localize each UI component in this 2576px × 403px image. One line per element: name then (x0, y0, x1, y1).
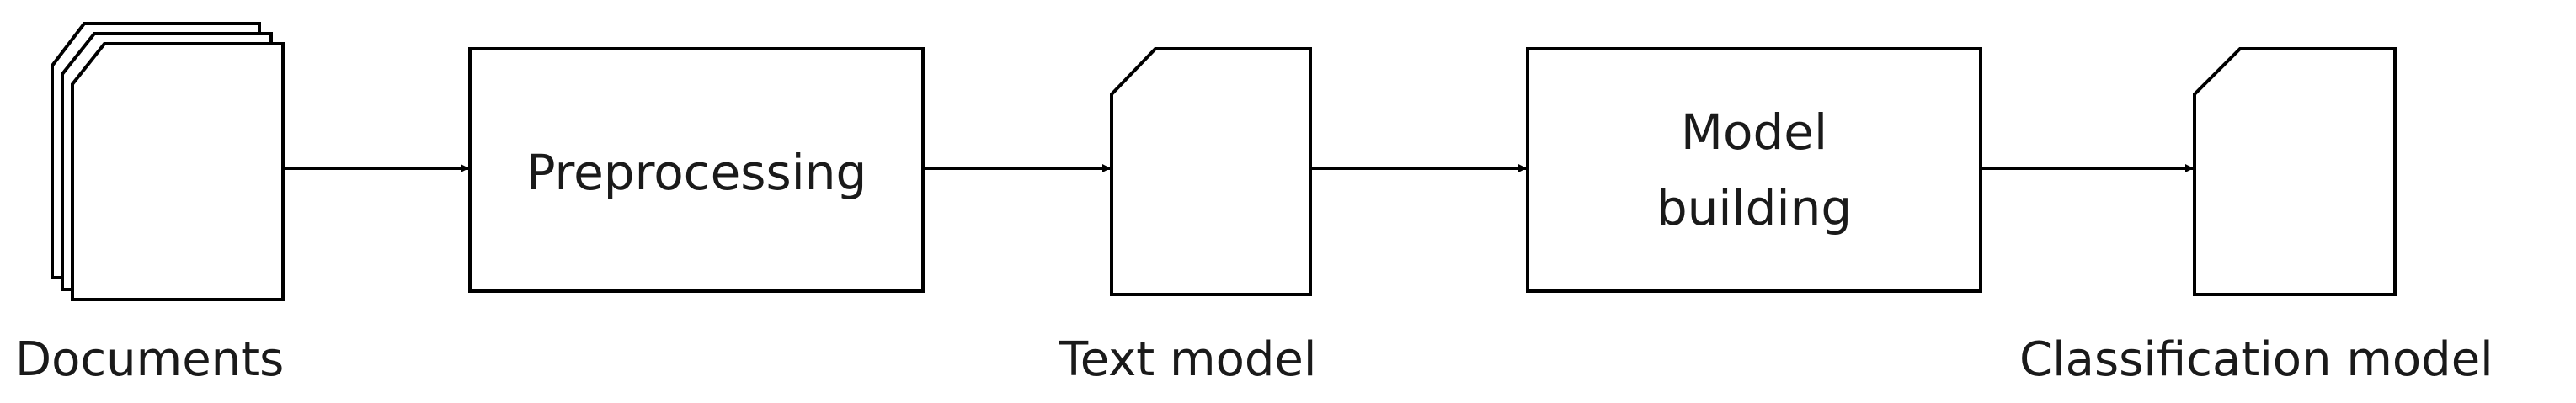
preprocessing-box (468, 47, 925, 293)
preprocessing-label: Preprocessing (525, 144, 867, 201)
model-building-box (1526, 47, 1982, 293)
model-building-label-line1: Model (1680, 103, 1828, 161)
text-model-document-icon (1110, 47, 1312, 296)
model-building-label-line2: building (1656, 179, 1853, 236)
document-sheet-front (71, 42, 285, 301)
text-model-caption: Text model (1059, 332, 1317, 387)
documents-stack-icon (51, 22, 285, 301)
classification-model-caption: Classification model (2019, 332, 2493, 387)
documents-caption: Documents (15, 332, 285, 387)
classification-model-document-icon (2193, 47, 2397, 296)
